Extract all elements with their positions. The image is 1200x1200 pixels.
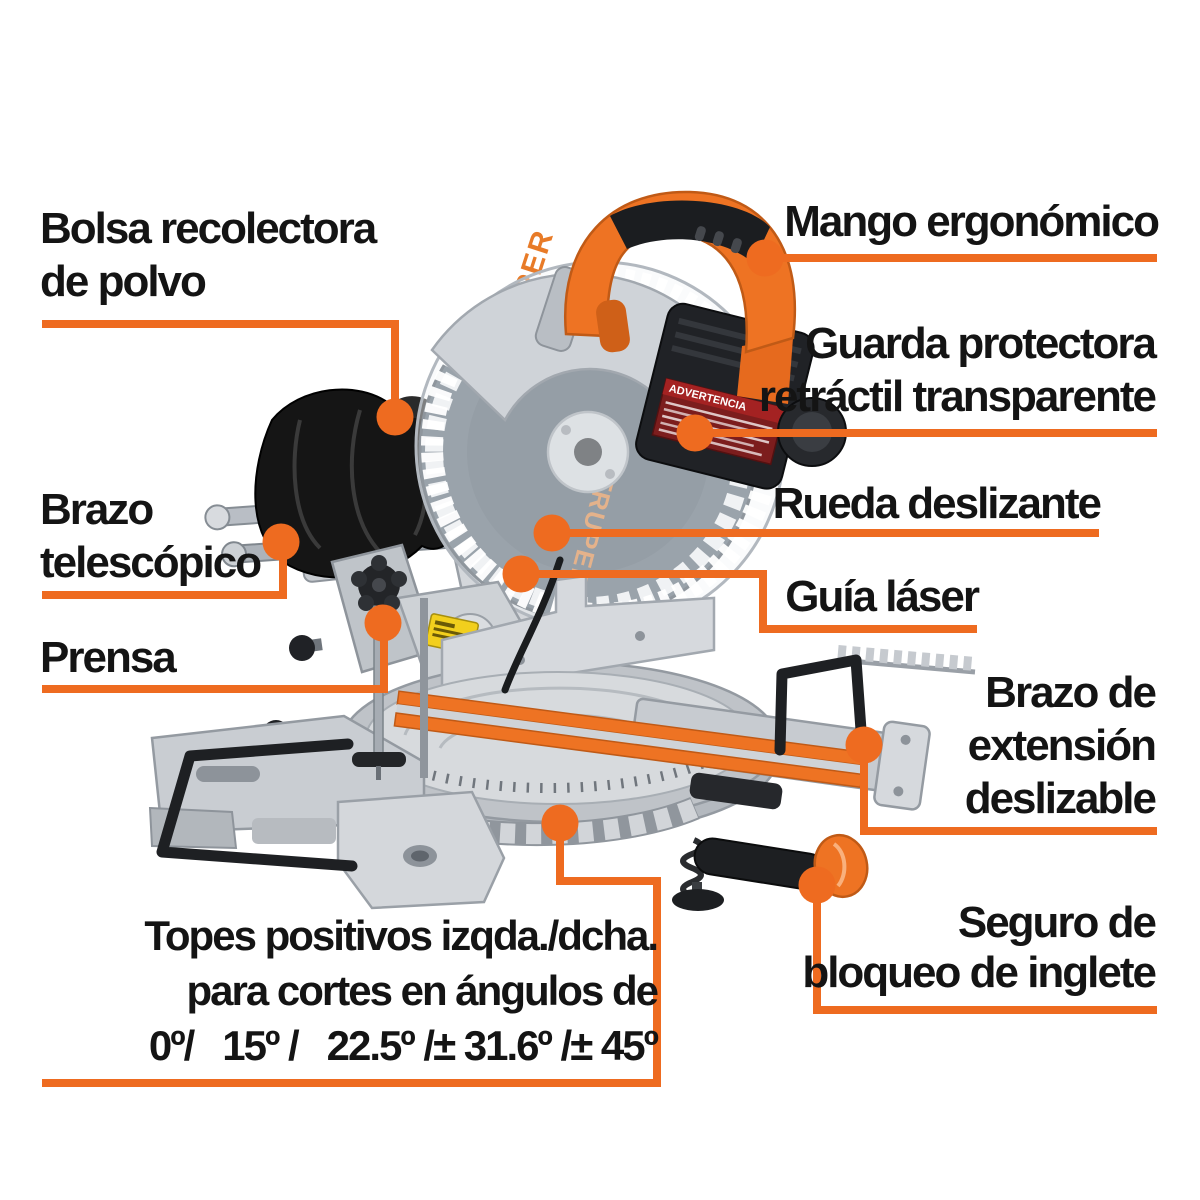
label-guarda-protectora: Guarda protectora retráctil transparente [758, 319, 1157, 421]
dot-prensa [364, 604, 402, 642]
dot-brazo-extension [845, 726, 883, 764]
leader-guia-laser [521, 570, 977, 633]
left-extension-arm [156, 738, 358, 872]
dot-bolsa [376, 398, 414, 436]
dot-rueda [533, 514, 571, 552]
leader-lines [42, 254, 1157, 1087]
dot-mango [746, 239, 784, 277]
label-rueda-deslizante: Rueda deslizante [772, 479, 1102, 528]
label-topes-positivos: Topes positivos izqda./dcha. para cortes… [144, 912, 659, 1070]
leader-bolsa [42, 320, 399, 417]
leader-dots [262, 239, 883, 904]
leader-brazo-extension [860, 745, 1157, 835]
label-prensa: Prensa [40, 633, 177, 682]
angle-scale-ticks [418, 757, 709, 794]
miter-kerf-track [393, 690, 866, 789]
label-brazo-extension: Brazo de extensión deslizable [964, 668, 1157, 823]
leader-prensa [42, 623, 388, 693]
big-front-foot [336, 790, 506, 910]
clamp-star-knob [351, 555, 407, 611]
label-guia-laser: Guía láser [785, 572, 980, 621]
ergonomic-handle [563, 190, 797, 404]
right-extension-arm [774, 654, 868, 756]
dot-brazo-telescopico [262, 523, 300, 561]
leader-seguro [813, 885, 1157, 1014]
handle-grip [610, 200, 770, 263]
label-bolsa-recolectora: Bolsa recolectora de polvo [40, 204, 377, 306]
label-seguro-bloqueo: Seguro de bloqueo de inglete [802, 898, 1157, 998]
dot-guia-laser [502, 555, 540, 593]
trigger [596, 299, 630, 353]
label-brazo-telescopico: Brazo telescópico [40, 485, 262, 587]
label-mango-ergonomico: Mango ergonómico [784, 197, 1160, 246]
leader-topes [42, 823, 661, 1087]
dot-guarda [676, 414, 714, 452]
dot-topes [541, 804, 579, 842]
dot-seguro [798, 866, 836, 904]
power-cable [501, 556, 564, 694]
